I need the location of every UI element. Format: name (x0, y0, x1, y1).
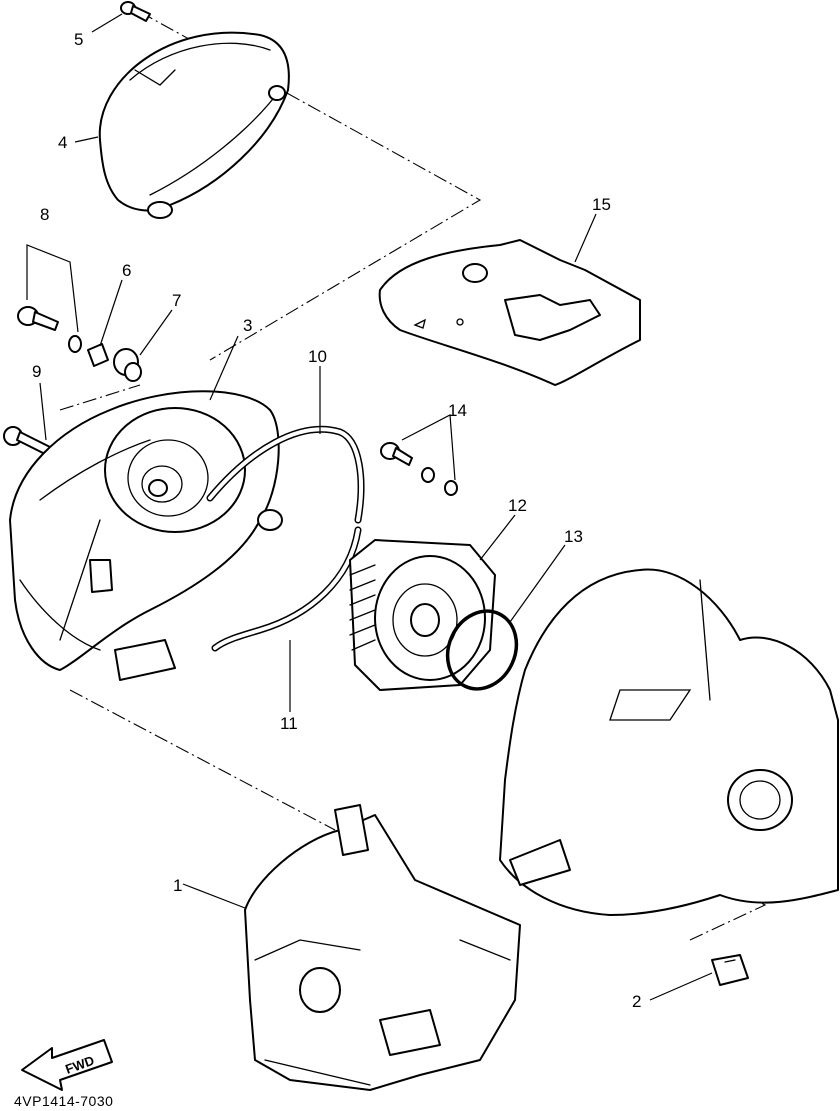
callout-12: 12 (508, 496, 527, 515)
callout-2: 2 (632, 992, 641, 1011)
drawing-code: 4VP1414-7030 (14, 1093, 114, 1109)
part-8-bolt (17, 244, 82, 353)
part-5-screw (120, 1, 151, 22)
callout-15: 15 (592, 195, 611, 214)
part-12-cylinder-head (349, 539, 496, 691)
part-1-lower-shroud (244, 804, 521, 1091)
part-2-clip (711, 954, 749, 986)
part-15-gasket-plate (378, 239, 641, 386)
callout-5: 5 (74, 30, 83, 49)
callout-14: 14 (448, 401, 467, 420)
callout-4: 4 (58, 133, 67, 152)
part-3-fan-housing (9, 390, 283, 681)
callout-13: 13 (564, 527, 583, 546)
callout-9: 9 (32, 362, 41, 381)
callout-10: 10 (308, 347, 327, 366)
part-4-shroud-cover (98, 31, 290, 219)
part-11-hose (211, 526, 362, 652)
part-7-grommet (113, 348, 142, 382)
part-13-o-ring (445, 609, 519, 691)
engine-crankcase-outline (499, 568, 839, 916)
callout-7: 7 (172, 291, 181, 310)
callout-labels: 1 2 3 4 5 6 7 8 9 10 11 12 13 14 15 (32, 30, 641, 1011)
part-6-collar (87, 343, 109, 367)
callout-1: 1 (173, 876, 182, 895)
callout-3: 3 (243, 316, 252, 335)
callout-8: 8 (40, 205, 49, 224)
callout-11: 11 (280, 714, 298, 733)
callout-leader-lines (39, 13, 713, 1001)
part-10-hose (206, 425, 365, 524)
part-14-bolt (380, 414, 458, 496)
fwd-arrow-icon: FWD (21, 1039, 113, 1091)
callout-6: 6 (122, 261, 131, 280)
